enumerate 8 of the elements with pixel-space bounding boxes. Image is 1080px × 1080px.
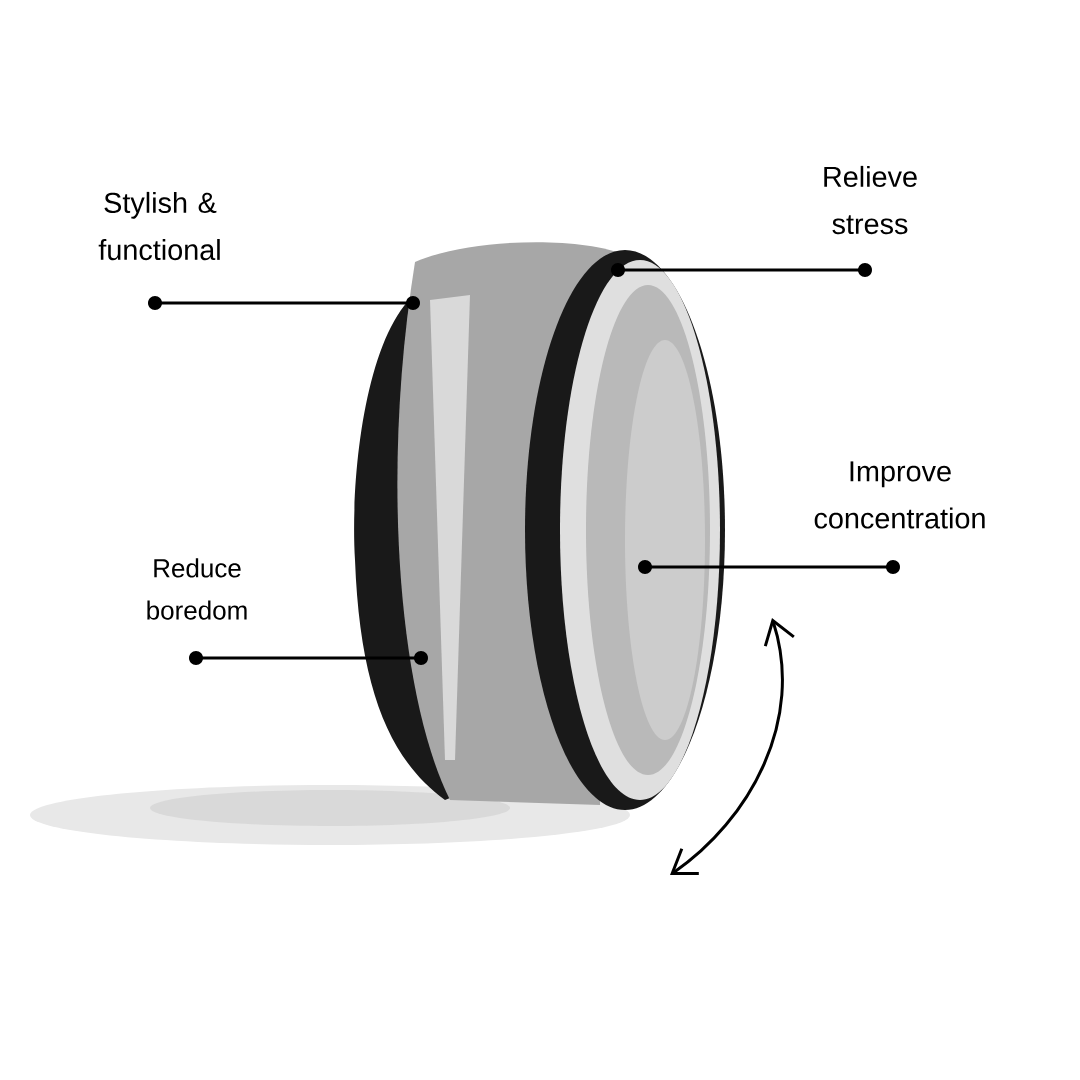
feature-label: Improve concentration xyxy=(814,461,985,529)
leader-line xyxy=(189,651,428,665)
leader-line xyxy=(611,263,872,277)
leader-line xyxy=(638,560,900,574)
leader-line xyxy=(148,296,420,310)
feature-label: Stylish & functional xyxy=(98,191,220,261)
feature-label: Reduce boredom xyxy=(147,558,247,620)
feature-label: Relieve stress xyxy=(824,165,917,235)
